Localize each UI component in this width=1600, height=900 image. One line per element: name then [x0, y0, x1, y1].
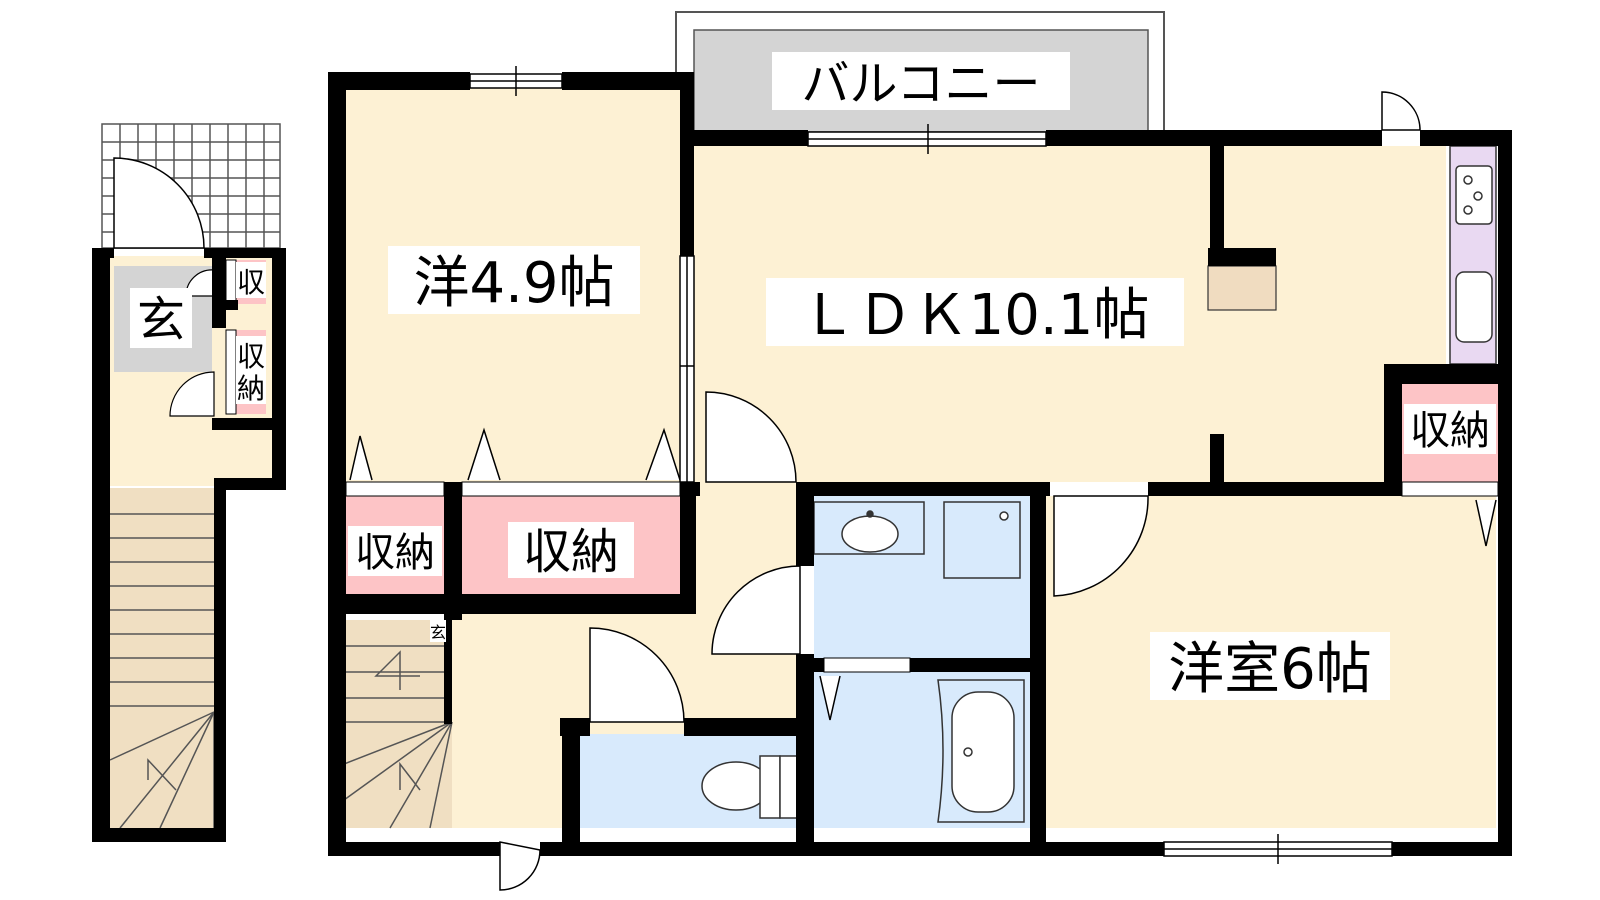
balcony-label-bg: [772, 52, 1070, 110]
closet-door-b-icon: [467, 427, 501, 481]
annex-storage-top-label: 収: [237, 266, 265, 299]
labels: バルコニー 洋4.9帖 ＬＤＫ10.1帖 洋室6帖 収納 収納 収納 玄 玄 収…: [130, 56, 1496, 702]
toilet-icon: [701, 755, 799, 819]
storage-sills: [345, 481, 1499, 673]
entrance-small-label: 玄: [430, 623, 446, 642]
storage-3-label: 収納: [1410, 408, 1490, 454]
annex-storage-side-label-1: 収: [237, 340, 265, 373]
annex-storage-side-label-2: 納: [237, 372, 265, 405]
annex-entrance-door: [113, 157, 205, 249]
western-room-a-label: 洋4.9帖: [413, 251, 614, 316]
front-door-icon: [499, 841, 541, 891]
western-room-b-label: 洋室6帖: [1168, 637, 1372, 702]
room-floors: [344, 88, 1498, 828]
windows: [469, 66, 1393, 864]
annex-entrance-label: 玄: [137, 292, 185, 348]
fixtures: [701, 165, 1493, 823]
closet-door-a-icon: [349, 435, 373, 481]
balcony: [675, 11, 1165, 133]
balcony-label: バルコニー: [801, 56, 1040, 112]
annex: [92, 123, 286, 842]
walls: [328, 72, 1512, 856]
kitchen-sink-icon: [1455, 271, 1493, 343]
door-swings: [349, 91, 1497, 891]
closet-door-d-icon: [1475, 499, 1497, 547]
bath-door-icon: [819, 675, 841, 721]
washroom-door-icon: [711, 565, 801, 655]
annex-walls: [92, 248, 286, 842]
washing-machine-icon: [943, 501, 1021, 579]
ldk-door-icon: [705, 391, 797, 483]
toilet-door-icon: [589, 627, 685, 723]
storage-1-label: 収納: [355, 530, 435, 576]
main-stair-treads: [343, 645, 453, 829]
kitchen-back-door-icon: [1381, 91, 1421, 131]
annex-stair-treads: [109, 513, 215, 829]
storage-2-label: 収納: [523, 524, 619, 580]
western-b-door-icon: [1053, 495, 1149, 597]
fridge-space: [1207, 265, 1277, 311]
ldk-label: ＬＤＫ10.1帖: [801, 283, 1150, 348]
closet-door-c-icon: [645, 427, 681, 481]
